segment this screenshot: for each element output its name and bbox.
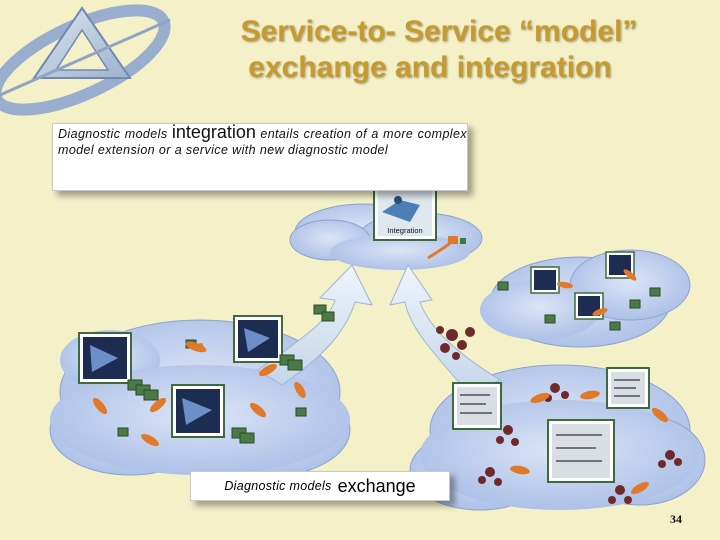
- model-thumbnail: [171, 384, 225, 438]
- description-suffix: entails creation of a more complex model…: [58, 127, 467, 157]
- molecule-cluster: [436, 326, 682, 504]
- title-line-2: exchange and integration: [248, 51, 612, 84]
- right-up-arrow: [389, 263, 502, 396]
- description-emphasis: integration: [171, 122, 256, 142]
- logo-emblem: [0, 4, 171, 116]
- model-thumbnail: [78, 332, 132, 384]
- slide-title: Service-to- Service “model” exchange and…: [150, 14, 710, 86]
- equation-thumbnail: [452, 382, 502, 430]
- model-thumbnail: [233, 315, 283, 363]
- equation-thumbnail: [547, 419, 615, 483]
- model-thumbnail: [605, 251, 635, 279]
- title-line-1: Service-to- Service “model”: [240, 15, 638, 48]
- exchange-label-box: Diagnostic models exchange: [190, 471, 450, 501]
- small-integration-glyph: [427, 236, 466, 260]
- component-chip-group: [117, 281, 661, 444]
- description-prefix: Diagnostic models: [58, 127, 172, 141]
- description-text: Diagnostic models integration entails cr…: [58, 122, 467, 158]
- model-thumbnail: [530, 266, 560, 294]
- integration-icon: Integration: [373, 181, 437, 241]
- flow-arrows: [92, 269, 669, 495]
- equation-thumbnail: [606, 367, 650, 409]
- exchange-emphasis: exchange: [337, 475, 416, 496]
- exchange-prefix: Diagnostic models: [224, 479, 332, 493]
- description-box: Diagnostic models integration entails cr…: [52, 123, 468, 191]
- top-cloud: [289, 203, 483, 270]
- model-thumbnail: [574, 292, 604, 320]
- integration-icon-label: Integration: [387, 226, 422, 235]
- page-number: 34: [670, 512, 682, 526]
